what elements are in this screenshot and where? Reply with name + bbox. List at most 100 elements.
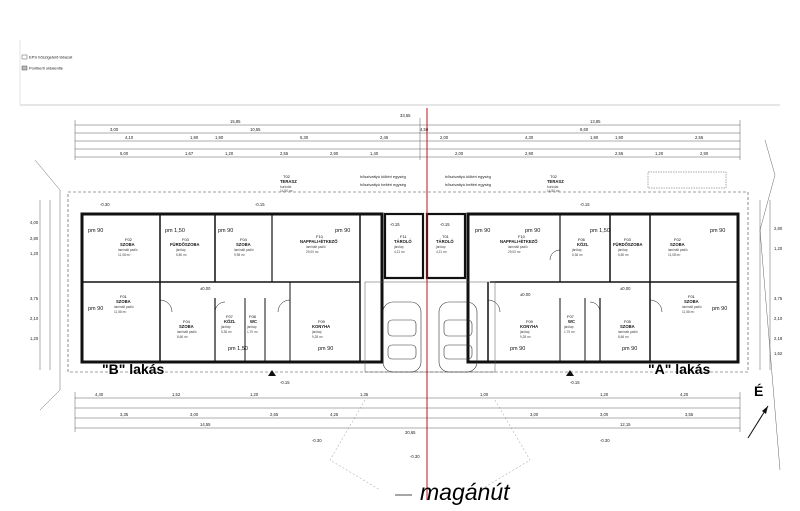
room-area: 9,28 m² [520,335,531,339]
room-sub: laminált padló [682,305,702,309]
room-b-f08: F08 WC járólap 1,70 m² [246,314,258,334]
dim-t2-2: 1,90 [215,135,224,140]
room-name: WC [250,319,257,324]
pm-note: pm 90 [525,228,540,234]
room-sub: járólap [246,325,257,329]
room-a-f05: F05 SZOBA laminált padló 8,66 m² [618,319,638,339]
room-sub: járólap [175,248,186,252]
room-sub: járólap [311,330,322,334]
pm-note: pm 1,50 [165,228,185,234]
dim-b1-5: 1,20 [600,392,609,397]
dim-top-total: 33,55 [400,113,411,118]
room-area: 11,08 m² [118,253,130,257]
room-area: 4,21 m² [394,250,405,254]
room-area: 5,36 m² [572,253,583,257]
dim-b1-6: 4,20 [680,392,689,397]
pm-notes: pm 90 pm 1,50 pm 90 pm 90 pm 90 pm 1,50 … [88,228,727,352]
north-arrow: É [747,383,769,439]
dim-left-5: 1,20 [30,336,39,341]
pm-note: pm 90 [88,228,103,234]
dim-right-3: 2,10 [774,316,783,321]
note-outdoor-unit-left: hőszivattyú kültéri egység [360,174,406,179]
plot-boundary-left [34,159,61,411]
top-dimension-lines [74,118,741,160]
level-marker: -0.30 [410,454,420,459]
dim-t3-2: 1,20 [225,151,234,156]
room-code: F10 [316,234,324,239]
legend-item-eps: EPS hőszigetelő lábazat [29,55,73,60]
hatched-element [647,171,727,189]
room-area: 8,66 m² [177,335,188,339]
room-name: SZOBA [620,324,635,329]
dim-bottom-total: 30,65 [405,430,416,435]
dim-top-left: 15,85 [230,119,241,124]
room-a-f02: F02 SZOBA laminált padló 11,08 m² [668,237,688,257]
dim-t1-0: 3,00 [110,127,119,132]
level-marker: -0.15 [580,202,590,207]
dim-t3-5: 1,40 [370,151,379,156]
terrace-name: TERASZ [547,179,564,184]
pm-note: pm 90 [710,228,725,234]
dim-right-0: 2,80 [774,226,783,231]
dim-t3-1: 1,67 [185,151,194,156]
room-name: SZOBA [236,242,251,247]
room-a-f06: F06 KÖZL járólap 5,36 m² [571,237,589,257]
room-area: 4,21 m² [436,250,447,254]
dim-right-2: 3,75 [774,296,783,301]
room-area: 5,36 m² [221,330,232,334]
terrace-right: T02 TERASZ burkolat 14,50 m² [547,174,564,193]
dim-t2-4: 2,45 [380,135,389,140]
bottom-row1: 4,40 1,52 1,20 1,35 1,00 1,20 4,20 [95,392,689,397]
dim-t1-2: 4,50 [420,127,429,132]
terrace-sub: burkolat [547,185,558,189]
level-triangle [268,370,276,376]
room-sub: laminált padló [306,245,326,249]
room-a-f03: F03 FÜRDŐSZOBA járólap 5,80 m² [613,237,643,257]
terrace-sub: burkolat [280,185,291,189]
room-b-f01: F01 SZOBA laminált padló 11,58 m² [114,294,134,314]
dim-t2-3: 5,30 [300,135,309,140]
room-sub: laminált padló [234,248,254,252]
dim-t3-4: 2,90 [330,151,339,156]
room-code: F05 [624,319,632,324]
room-sub: járólap [393,245,404,249]
dim-t3-10: 2,90 [700,151,709,156]
room-sub: laminált padló [114,305,134,309]
dim-t3-3: 2,55 [280,151,289,156]
room-a-f09: F09 KONYHA járólap 9,28 m² [519,319,538,339]
dim-t1-3: 8,60 [580,127,589,132]
level-marker: ±0.00 [620,286,631,291]
level-marker: -0.15 [255,202,265,207]
room-storage-right: T01 TÁROLÓ járólap 4,21 m² [435,234,454,254]
left-dimension-chain: 4,00 2,80 1,20 3,75 2,10 1,20 [30,200,51,370]
level-marker: -0.15 [280,380,290,385]
dim-t3-9: 1,20 [655,151,664,156]
terrace-code: T02 [550,174,558,179]
room-a-f01: F01 SZOBA laminált padló 11,58 m² [682,294,702,314]
room-name: NAPPALI+ÉTKEZŐ [500,239,538,244]
room-name: SZOBA [120,242,135,247]
pm-note: pm 1,50 [590,228,610,234]
room-a-f10: F10 NAPPALI+ÉTKEZŐ laminált padló 29,00 … [500,234,538,254]
pm-note: pm 90 [510,346,525,352]
room-name: TÁROLÓ [394,239,412,244]
pm-note: pm 90 [318,346,333,352]
room-code: F07 [567,314,575,319]
dim-t2-1: 1,90 [190,135,199,140]
room-code: F06 [578,237,586,242]
unit-b-walls [80,212,384,364]
right-dimension-chain: 2,80 1,20 3,75 2,10 2,18 1,62 [759,200,783,370]
room-code: F01 [688,294,696,299]
dim-t3-6: 2,00 [455,151,464,156]
room-code: F11 [400,234,407,239]
dim-right-5: 1,62 [774,351,783,356]
dim-b2-1: 3,00 [190,412,199,417]
terrace-left: T02 TERASZ burkolat 14,50 m² [280,174,297,193]
room-name: SZOBA [179,324,194,329]
pm-note: pm 90 [335,228,350,234]
dim-b1-2: 1,20 [250,392,259,397]
terrace-name: TERASZ [280,179,297,184]
room-area: 1,70 m² [247,330,258,334]
dim-left-4: 2,10 [30,316,39,321]
dim-t3-7: 2,90 [525,151,534,156]
